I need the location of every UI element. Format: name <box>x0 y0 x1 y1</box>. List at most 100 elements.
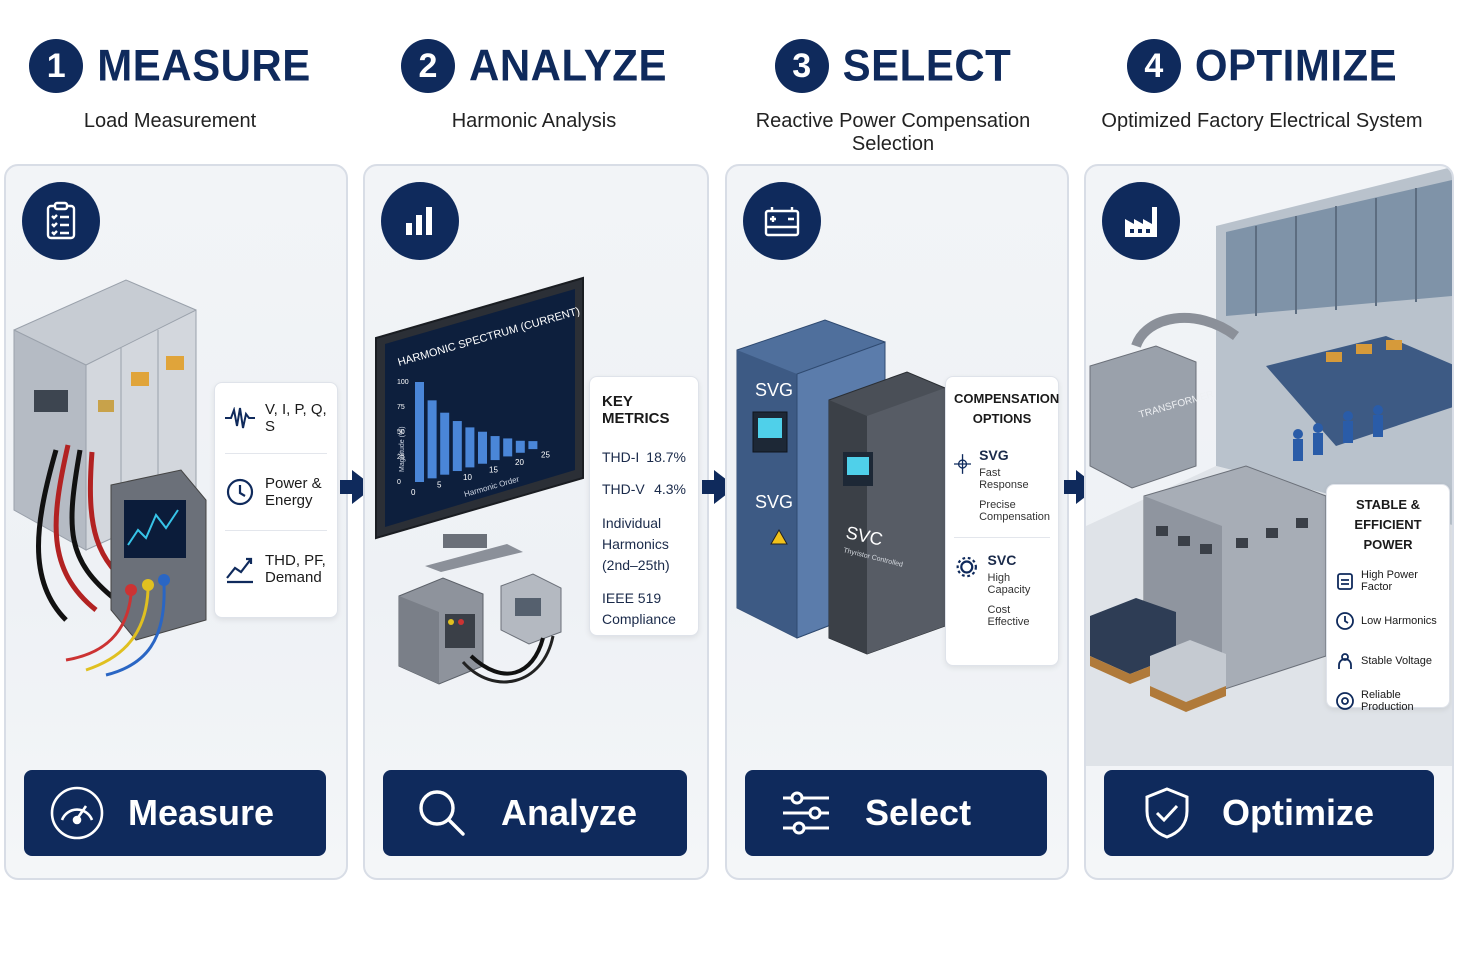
step-number-badge: 1 <box>29 39 84 93</box>
step-title: ANALYZE <box>469 40 667 91</box>
spectrum-bar <box>465 427 475 468</box>
param-power-energy: Power & Energy <box>265 475 322 509</box>
step-number-badge: 4 <box>1126 39 1181 93</box>
panel-analyze: HARMONIC SPECTRUM (CURRENT) Magnitude (%… <box>363 164 709 880</box>
clock-icon <box>226 478 254 506</box>
power-factor-icon <box>1337 573 1353 590</box>
measure-button[interactable]: Measure <box>24 770 326 856</box>
measurement-parameters-card: V, I, P, Q, S Power & Energy THD, PF, De… <box>214 382 338 618</box>
benefit-item: High Power Factor <box>1335 561 1441 601</box>
spectrum-bar <box>427 400 437 479</box>
stable-efficient-power-card: STABLE & EFFICIENT POWER High Power Fact… <box>1326 484 1450 713</box>
analyze-button-label: Analyze <box>501 792 638 833</box>
benefit-label: High Power Factor <box>1361 569 1418 593</box>
card-row: Power & Energy <box>215 454 337 530</box>
step-header-measure: 1 MEASURE Load Measurement <box>0 34 350 133</box>
trend-chart-icon <box>226 557 253 584</box>
spectrum-y-tick: 25 <box>397 454 405 461</box>
title-line: POWER <box>1363 537 1413 552</box>
benefit-item: Low Harmonics <box>1335 601 1441 641</box>
spectrum-x-tick: 5 <box>437 481 442 490</box>
spectrum-x-tick: 20 <box>515 458 524 467</box>
panel-select: SVG SVG SVC Thyristor Controlled COMPENS… <box>725 164 1069 880</box>
param-thd-pf-demand: THD, PF, Demand <box>265 552 326 586</box>
option-feature: Fast Response <box>979 467 1029 491</box>
option-feature: Effective <box>987 616 1030 628</box>
benefit-label: Low Harmonics <box>1361 615 1437 627</box>
step-number-badge: 2 <box>401 39 455 93</box>
power-analyzer-device-illustration <box>398 573 562 685</box>
factory-icon <box>1102 182 1180 260</box>
worker-icon <box>1338 653 1352 669</box>
spectrum-bar <box>478 431 487 464</box>
step-header-select: 3 SELECT Reactive Power Compensation Sel… <box>713 34 1073 156</box>
select-button[interactable]: Select <box>745 770 1047 856</box>
card-row: V, I, P, Q, S <box>215 383 337 453</box>
metric-label: THD-I <box>602 449 640 465</box>
metric-ieee-compliance: IEEE 519 Compliance <box>602 588 686 630</box>
step-title: MEASURE <box>97 40 311 91</box>
step-title: OPTIMIZE <box>1194 40 1398 91</box>
option-svc: SVC High Capacity Cost Effective <box>954 552 1050 628</box>
metric-thd-i-row: THD-I 18.7% <box>602 449 686 465</box>
switchgear-meter-illustration <box>13 279 207 677</box>
optimize-button-label: Optimize <box>1222 792 1375 833</box>
sliders-icon <box>783 791 829 835</box>
metric-text: Individual <box>602 515 662 531</box>
svg-svc-cabinets-illustration: SVG SVG SVC Thyristor Controlled <box>736 319 946 655</box>
metric-text: IEEE 519 <box>602 590 662 606</box>
gauge-icon <box>50 786 104 840</box>
stable-power-title: STABLE & EFFICIENT POWER <box>1335 495 1441 555</box>
spectrum-y-tick: 0 <box>397 479 401 486</box>
step-subtitle: Optimized Factory Electrical System <box>1101 110 1423 132</box>
metric-text: (2nd–25th) <box>602 557 670 573</box>
spectrum-bar <box>528 441 538 450</box>
spectrum-y-tick: 100 <box>397 379 409 386</box>
select-button-label: Select <box>865 792 972 833</box>
option-name: SVC <box>987 552 1017 568</box>
spectrum-bar <box>440 412 450 475</box>
spectrum-bar <box>452 421 462 472</box>
harmonic-spectrum-monitor: HARMONIC SPECTRUM (CURRENT) Magnitude (%… <box>375 276 584 572</box>
spectrum-y-label: Magnitude (%) <box>399 426 406 472</box>
gear-circle-icon <box>1336 692 1354 710</box>
spectrum-y-tick: 50 <box>397 429 405 436</box>
step-header-analyze: 2 ANALYZE Harmonic Analysis <box>354 34 714 133</box>
metric-text: Compliance <box>602 611 676 627</box>
option-feature: Precise <box>979 499 1016 511</box>
step-subtitle: Load Measurement <box>83 110 257 132</box>
key-metrics-title: KEY METRICS <box>602 393 670 427</box>
spectrum-bar <box>515 440 525 453</box>
compensation-options-title: COMPENSATION OPTIONS <box>954 389 1060 429</box>
spectrum-x-tick: 25 <box>541 450 550 459</box>
panel-optimize: TRANSFORMER STABLE & EFFICIENT POWER Hig… <box>1084 164 1454 880</box>
step-subtitle: Harmonic Analysis <box>451 110 617 132</box>
spectrum-bar <box>503 438 513 457</box>
crosshair-icon <box>954 454 972 474</box>
title-line: COMPENSATION <box>954 391 1060 406</box>
step-title: SELECT <box>842 40 1012 91</box>
spectrum-bar <box>490 436 500 461</box>
svg-cabinet-label-top: SVG <box>755 380 793 400</box>
title-line: OPTIONS <box>972 411 1032 426</box>
metric-value: 4.3% <box>654 481 686 497</box>
metric-text: Harmonics <box>602 536 669 552</box>
benefit-label: Stable Voltage <box>1361 655 1432 667</box>
spectrum-x-tick: 10 <box>463 473 472 482</box>
metric-individual-harmonics: Individual Harmonics (2nd–25th) <box>602 513 686 576</box>
shield-check-icon <box>1145 787 1189 839</box>
param-voltage-current-power: V, I, P, Q, S <box>265 401 327 435</box>
metric-thd-v-row: THD-V 4.3% <box>602 481 686 497</box>
optimize-button[interactable]: Optimize <box>1104 770 1434 856</box>
option-svg: SVG Fast Response Precise Compensation <box>954 447 1050 523</box>
option-feature: Cost <box>987 604 1011 616</box>
bar-chart-icon <box>381 182 459 260</box>
waveform-icon <box>225 407 255 429</box>
spectrum-x-tick: 15 <box>489 466 498 475</box>
spectrum-bar <box>415 382 424 482</box>
analyze-button[interactable]: Analyze <box>383 770 687 856</box>
benefit-label: Reliable Production <box>1361 689 1414 713</box>
spectrum-x-tick: 0 <box>411 488 416 497</box>
option-feature: Compensation <box>979 511 1050 523</box>
spectrum-y-tick: 75 <box>397 404 405 411</box>
